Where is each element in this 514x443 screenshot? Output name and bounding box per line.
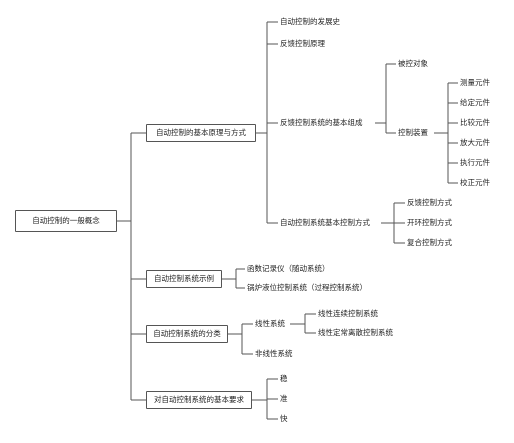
leaf-actuator-element: 执行元件 (460, 158, 490, 167)
branch-classification: 自动控制系统的分类 (146, 325, 228, 343)
leaf-speed: 快 (280, 414, 288, 423)
leaf-boiler-level-control: 锅炉液位控制系统（过程控制系统） (247, 283, 367, 292)
leaf-linear-discrete: 线性定常离散控制系统 (318, 328, 393, 337)
root-node: 自动控制的一般概念 (15, 210, 117, 232)
leaf-comparison-element: 比较元件 (460, 118, 490, 127)
leaf-correction-element: 校正元件 (460, 178, 490, 187)
leaf-measuring-element: 测量元件 (460, 78, 490, 87)
leaf-nonlinear-system: 非线性系统 (255, 349, 293, 358)
branch-basic-principles: 自动控制的基本原理与方式 (146, 124, 256, 142)
leaf-feedback-mode: 反馈控制方式 (407, 198, 452, 207)
leaf-history: 自动控制的发展史 (280, 17, 340, 26)
leaf-feedback-principle: 反馈控制原理 (280, 39, 325, 48)
leaf-controlled-object: 被控对象 (398, 59, 428, 68)
leaf-accuracy: 准 (280, 394, 288, 403)
node-control-modes: 自动控制系统基本控制方式 (280, 218, 370, 227)
leaf-stability: 稳 (280, 374, 288, 383)
leaf-compound-mode: 复合控制方式 (407, 238, 452, 247)
leaf-linear-continuous: 线性连续控制系统 (318, 309, 378, 318)
node-linear-system: 线性系统 (255, 319, 285, 328)
node-feedback-composition: 反馈控制系统的基本组成 (280, 118, 363, 127)
leaf-reference-element: 给定元件 (460, 98, 490, 107)
node-control-device: 控制装置 (398, 128, 428, 137)
leaf-function-recorder: 函数记录仪（随动系统） (247, 264, 330, 273)
branch-system-examples: 自动控制系统示例 (146, 270, 222, 288)
branch-basic-requirements: 对自动控制系统的基本要求 (146, 391, 252, 409)
leaf-open-loop-mode: 开环控制方式 (407, 218, 452, 227)
leaf-amplifier-element: 放大元件 (460, 138, 490, 147)
